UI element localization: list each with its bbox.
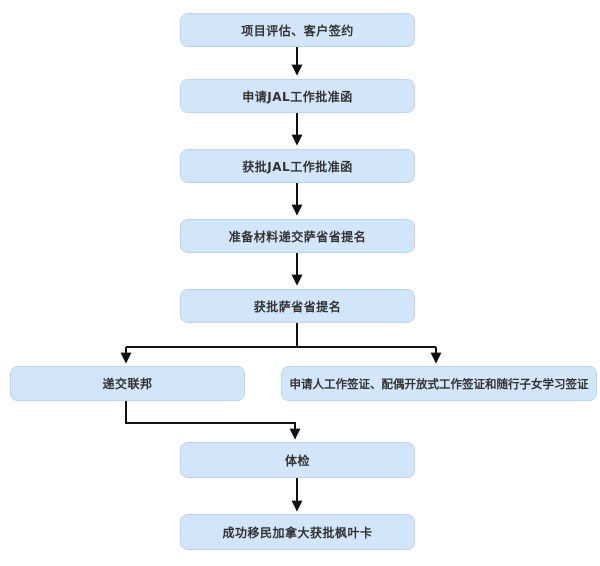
connector-federal-to-medical <box>125 401 301 440</box>
node-submit-sinp-nomination: 准备材料递交萨省省提名 <box>180 219 415 253</box>
node-medical-exam: 体检 <box>180 442 415 478</box>
node-approved-sinp-nomination: 获批萨省省提名 <box>180 289 415 323</box>
node-submit-federal: 递交联邦 <box>10 366 245 401</box>
node-approved-jal-letter: 获批JAL工作批准函 <box>180 149 415 183</box>
node-work-study-visas: 申请人工作签证、配偶开放式工作签证和随行子女学习签证 <box>281 366 597 401</box>
node-apply-jal-letter: 申请JAL工作批准函 <box>180 79 415 113</box>
node-project-evaluation: 项目评估、客户签约 <box>180 13 415 47</box>
node-pr-card: 成功移民加拿大获批枫叶卡 <box>180 514 415 550</box>
